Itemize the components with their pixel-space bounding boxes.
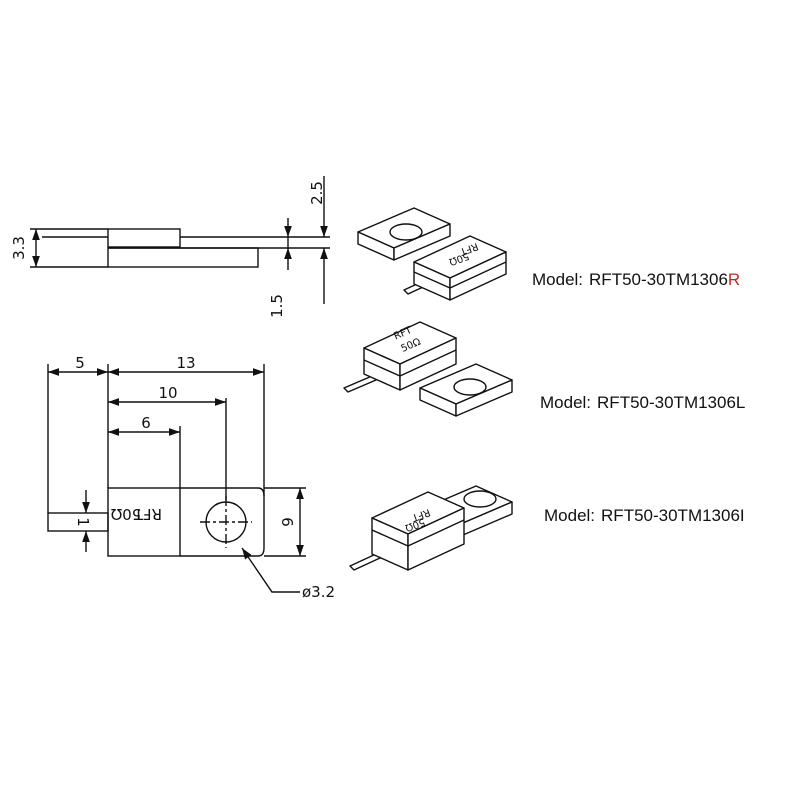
model-label-l: Model: RFT50-30TM1306L (540, 393, 745, 413)
model-label-r-suffix: R (727, 270, 741, 289)
iso-i-mount-hole (463, 490, 497, 508)
iso-i-lead (349, 553, 381, 571)
dim-text-top-gap: 2.5 (308, 181, 326, 205)
top-view-chip (107, 487, 181, 557)
dim-text-body-length: 6 (141, 414, 151, 432)
side-view-chip (107, 228, 181, 248)
dim-text-thickness: 3.3 (10, 236, 28, 260)
dim-text-tab-width: 1 (74, 517, 92, 527)
top-view-flange (180, 487, 265, 557)
side-view-flange (107, 247, 259, 268)
top-view (47, 364, 306, 593)
hole-leader-line (241, 547, 300, 593)
dim-text-tab-length: 5 (75, 354, 85, 372)
iso-l-lead (343, 375, 377, 393)
model-label-r: Model: RFT50-30TM1306R (532, 270, 740, 290)
model-label-i-name: RFT50-30TM1306 (601, 506, 740, 525)
iso-l-mount-hole (453, 378, 487, 396)
dim-text-overall-length: 13 (176, 354, 195, 372)
chip-marking-line2: 50Ω (111, 505, 142, 523)
dim-text-hole-diameter: ø3.2 (302, 583, 335, 601)
iso-view-l (343, 321, 513, 417)
iso-view-r (357, 207, 507, 301)
iso-r-mount-hole (389, 223, 423, 241)
model-label-i-prefix: Model: (544, 506, 596, 525)
dim-text-width: 6 (278, 517, 296, 527)
model-label-i: Model: RFT50-30TM1306I (544, 506, 745, 526)
model-label-l-prefix: Model: (540, 393, 592, 412)
model-label-r-prefix: Model: (532, 270, 584, 289)
chip-marking-line1: RFT (133, 505, 162, 523)
dim-text-bottom-gap: 1.5 (268, 294, 286, 318)
model-label-l-suffix: L (735, 393, 746, 412)
model-label-l-name: RFT50-30TM1306 (597, 393, 736, 412)
side-view (30, 176, 330, 304)
model-label-r-name: RFT50-30TM1306 (589, 270, 728, 289)
dim-text-hole-center: 10 (158, 384, 177, 402)
iso-view-i (349, 485, 513, 571)
model-label-i-suffix: I (739, 506, 745, 525)
